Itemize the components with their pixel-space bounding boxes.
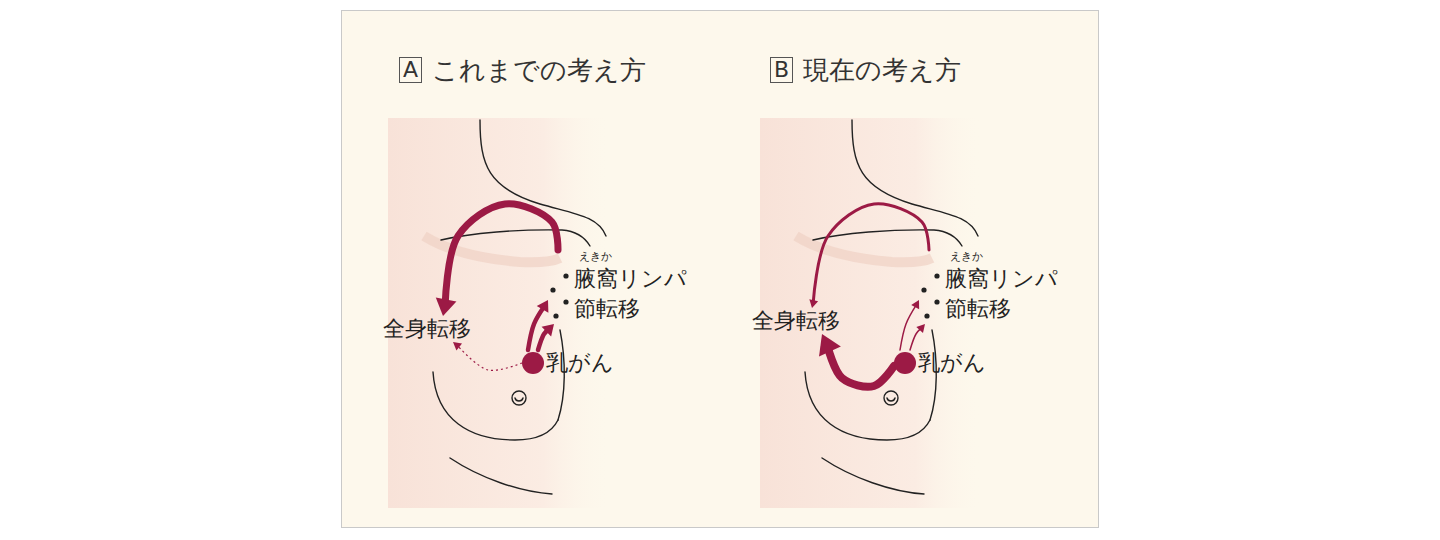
lymph-node-group: えきか腋窩リンパ 節転移 (919, 250, 1064, 324)
arrow-shaft (910, 328, 921, 350)
lymph-dot (921, 287, 926, 292)
panel-ground (342, 11, 1099, 528)
metastasis-arrow (900, 300, 919, 350)
arrow-head (916, 324, 925, 333)
tumor-marker: 乳がん (522, 350, 614, 376)
arrow-head (809, 299, 818, 308)
panel-letter-box: B (770, 57, 793, 83)
panel-letter-box: A (399, 57, 422, 83)
arrow-shaft (445, 204, 558, 305)
metastasis-arrow (528, 300, 548, 350)
arrow-head (436, 298, 457, 316)
metastasis-arrow (910, 324, 925, 350)
lymph-dot (550, 287, 555, 292)
metastasis-arrow (538, 324, 554, 350)
tumor-dot (522, 352, 544, 374)
lymph-dot (934, 273, 939, 278)
lymph-node-group: えきか腋窩リンパ 節転移 (548, 250, 693, 324)
tumor-dot (894, 352, 916, 374)
node-text: 全身転移 (752, 308, 840, 334)
panel-letter: B (774, 58, 789, 82)
ruby-reading: えきか (950, 250, 1064, 264)
lymph-dots (548, 250, 572, 324)
arrow-head (819, 334, 841, 356)
node-text: 乳がん (918, 350, 986, 376)
arrow-shaft (900, 305, 916, 350)
metastasis-arrow (436, 204, 558, 316)
arrow-shaft (457, 345, 522, 370)
metastasis-arrow (809, 204, 929, 308)
metastasis-label: 全身転移 (383, 316, 471, 342)
tumor-dot (894, 352, 916, 374)
lymph-dots (919, 250, 943, 324)
tumor-dot (522, 352, 544, 374)
panel-letter: A (403, 58, 418, 82)
metastasis-arrow (453, 342, 522, 370)
node-text: 全身転移 (383, 316, 471, 342)
arrow-head (537, 300, 549, 313)
arrow-shaft (538, 329, 549, 350)
node-text: 腋窩リンパ 節転移 (945, 264, 1064, 324)
arrow-shaft (813, 204, 929, 303)
lymph-dot (924, 313, 929, 318)
arrow-head (911, 300, 919, 309)
metastasis-label: 全身転移 (752, 308, 840, 334)
tumor-marker: 乳がん (894, 350, 986, 376)
lymph-dot (934, 299, 939, 304)
node-text: 腋窩リンパ 節転移 (574, 264, 693, 324)
panel-title: これまでの考え方 (432, 55, 646, 85)
node-text: 乳がん (546, 350, 614, 376)
lymph-dot (563, 299, 568, 304)
lymph-dot (563, 273, 568, 278)
arrow-head (542, 324, 554, 336)
arrow-shaft (828, 346, 894, 386)
arrow-head (453, 342, 462, 351)
lymph-dot (553, 313, 558, 318)
ruby-reading: えきか (579, 250, 693, 264)
metastasis-arrow (819, 334, 894, 387)
panel-title: 現在の考え方 (803, 55, 961, 85)
